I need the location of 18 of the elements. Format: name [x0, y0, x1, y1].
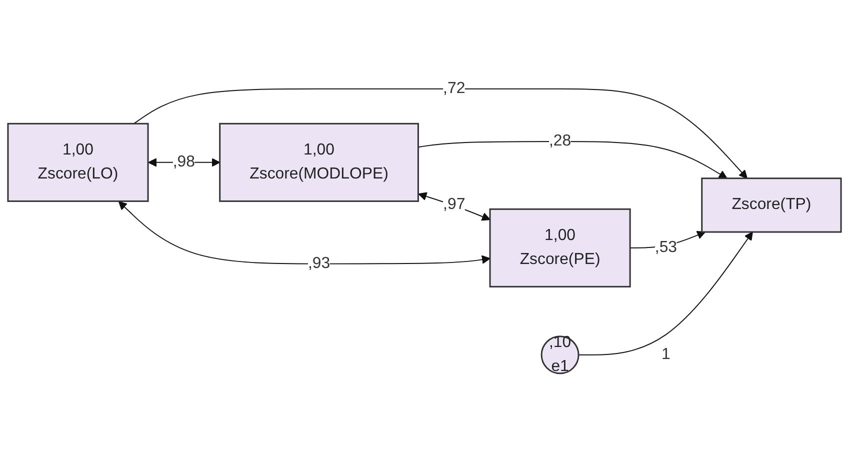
- edge-label: ,98: [172, 153, 195, 170]
- node-box: Zscore(TP): [701, 177, 842, 232]
- edge-label: ,93: [308, 254, 330, 272]
- arrow: [133, 88, 748, 178]
- node-box: 1,00 Zscore(LO): [7, 122, 149, 202]
- edge-label: ,72: [443, 80, 466, 96]
- arrow: [418, 192, 490, 220]
- arrow: [578, 231, 753, 356]
- node-box: 1,00 Zscore(PE): [489, 208, 631, 288]
- edge-label: 1: [662, 346, 670, 362]
- edge-label: ,97: [443, 196, 466, 213]
- arrow: [418, 140, 728, 178]
- node-circle: ,10 e1: [540, 335, 580, 374]
- arrow: [118, 200, 490, 264]
- arrow: [630, 230, 706, 248]
- edge-label: ,28: [548, 132, 572, 150]
- node-box: 1,00 Zscore(MODLOPE): [219, 122, 419, 202]
- edge-label: ,53: [654, 238, 678, 256]
